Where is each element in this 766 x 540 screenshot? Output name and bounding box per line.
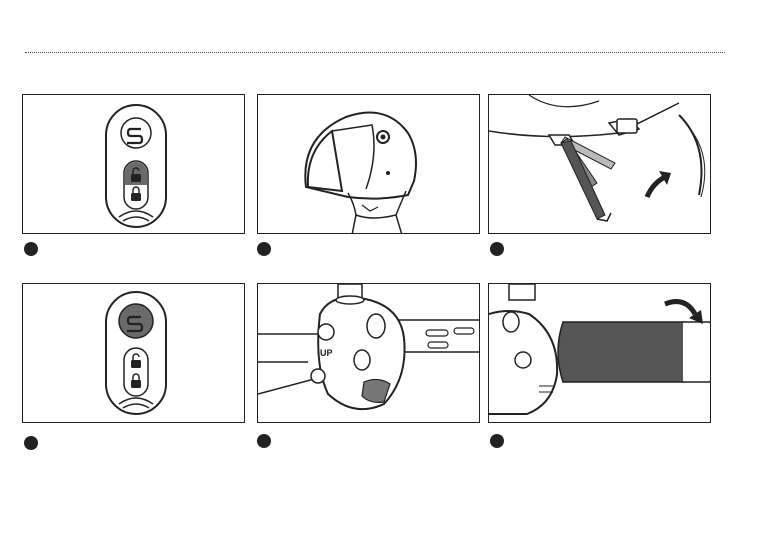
helmet-icon <box>258 95 480 234</box>
step-marker <box>257 242 271 256</box>
throttle-icon <box>489 284 711 423</box>
step-marker <box>490 242 504 256</box>
side-stand-icon <box>489 95 711 234</box>
dotted-divider <box>25 52 725 53</box>
panel-key-fob-power <box>22 283 245 423</box>
step-marker <box>257 434 271 448</box>
step-marker <box>24 436 38 450</box>
step-marker <box>490 434 504 448</box>
panel-key-fob-unlock <box>22 94 245 234</box>
panel-throttle-twist <box>488 283 711 423</box>
up-label: UP <box>320 348 333 358</box>
panel-side-stand <box>488 94 711 234</box>
handlebar-switch-icon: UP <box>258 284 480 423</box>
key-fob-power-icon <box>23 284 245 423</box>
key-fob-unlock-icon <box>23 95 245 234</box>
step-marker <box>24 242 38 256</box>
panel-helmet <box>257 94 480 234</box>
panel-handlebar-switch: UP <box>257 283 480 423</box>
